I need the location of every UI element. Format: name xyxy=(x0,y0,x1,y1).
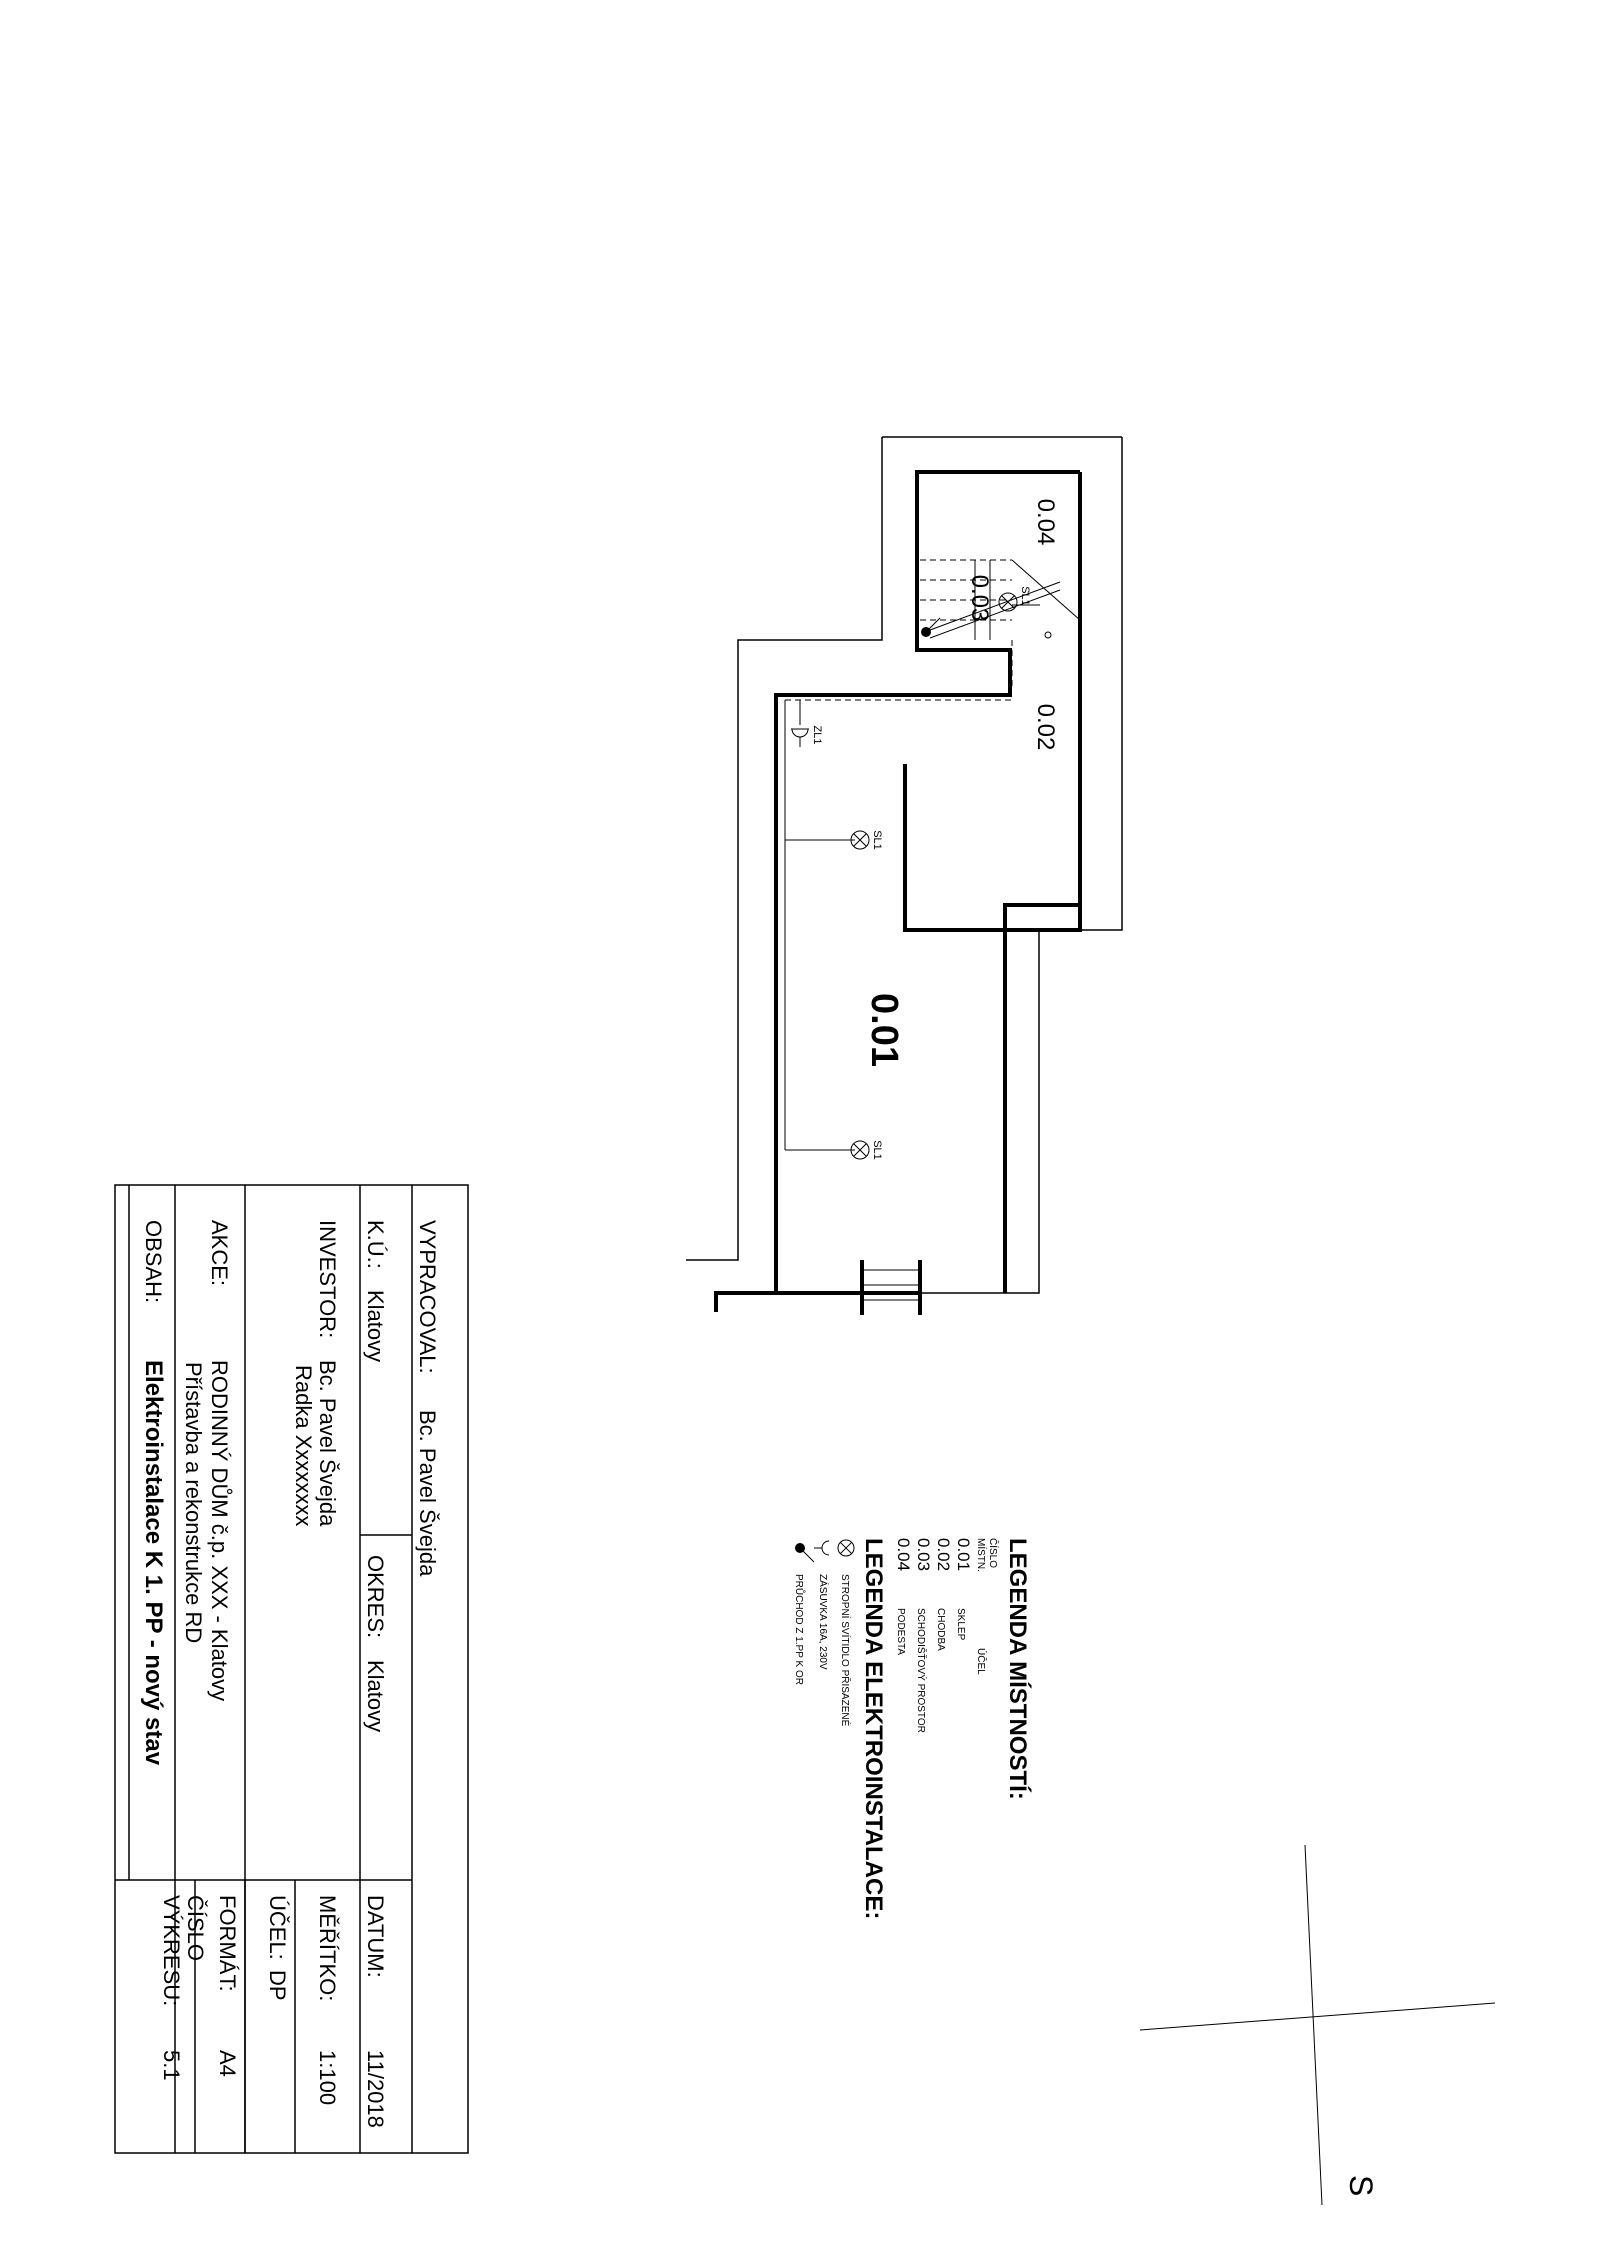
wall-outline-left xyxy=(714,1291,865,1312)
value-okres: Klatovy xyxy=(363,1660,388,1732)
cable-passage-icon xyxy=(795,1543,815,1563)
room-legend-number: 0.03 xyxy=(914,1538,933,1571)
ceiling-light-icon xyxy=(850,1140,870,1160)
label-ku: K.Ú.: xyxy=(363,1220,388,1269)
room-legend-purpose: PODESTA xyxy=(895,1608,906,1655)
value-meritko: 1:100 xyxy=(315,2050,340,2105)
room-legend-number: 0.04 xyxy=(894,1538,913,1571)
fixture-tag-zl1: ZL1 xyxy=(811,726,823,745)
fixture-tag-sl1: SL1 xyxy=(1019,586,1031,606)
room-label-001: 0.01 xyxy=(863,993,905,1067)
ceiling-light-icon xyxy=(998,592,1018,612)
electric-legend-label: ZÁSUVKA 16A, 230V xyxy=(817,1574,830,1670)
ceiling-light-icon xyxy=(837,1539,855,1557)
room-legend-col-number: ČÍSLO xyxy=(987,1538,1000,1568)
room-legend-purpose: SKLEP xyxy=(955,1608,966,1641)
electric-legend-label: PRŮCHOD Z 1.PP K OR xyxy=(793,1574,806,1685)
value-akce-1: RODINNÝ DŮM č.p. XXX - Klatovy xyxy=(207,1360,232,1701)
ceiling-light-icon xyxy=(850,830,870,850)
value-investor-1: Bc. Pavel Švejda xyxy=(315,1360,340,1527)
value-cislo: 5.1 xyxy=(159,2050,184,2081)
floor-plan: 0.01 0.02 0.03 0.04 SL1 SL1 SL1 ZL1 xyxy=(686,436,1123,1315)
label-meritko: MĚŘÍTKO: xyxy=(315,1895,340,2001)
north-arrow: S xyxy=(1139,1844,1496,2206)
corridor-wall xyxy=(903,764,1082,932)
fixture-tag-sl1: SL1 xyxy=(871,1140,883,1160)
room-legend-col-purpose: ÚČEL xyxy=(975,1648,988,1675)
label-format: FORMÁT: xyxy=(215,1895,240,1992)
value-ucel: DP xyxy=(265,1970,290,2001)
value-ku: Klatovy xyxy=(363,1290,388,1362)
label-okres: OKRES: xyxy=(363,1555,388,1638)
value-akce-2: Přístavba a rekonstrukce RD xyxy=(181,1362,206,1643)
value-vypracoval: Bc. Pavel Švejda xyxy=(415,1410,440,1577)
value-format: A4 xyxy=(215,2050,240,2077)
wiring xyxy=(784,604,1040,1151)
entrance-opening xyxy=(860,1260,922,1315)
value-datum: 11/2018 xyxy=(363,2050,388,2128)
room-legend: LEGENDA MÍSTNOSTÍ: ČÍSLO MÍSTN. ÚČEL 0.0… xyxy=(793,1538,1032,1919)
room-legend-number: 0.02 xyxy=(934,1538,953,1571)
room-legend-purpose: SCHODIŠŤOVÝ PROSTOR xyxy=(915,1608,928,1733)
label-vypracoval: VYPRACOVAL: xyxy=(415,1220,440,1374)
electric-legend-title: LEGENDA ELEKTROINSTALACE: xyxy=(860,1538,887,1919)
room-legend-number: 0.01 xyxy=(954,1538,973,1571)
label-akce: AKCE: xyxy=(207,1220,232,1286)
title-block: VYPRACOVAL: Bc. Pavel Švejda K.Ú.: Klato… xyxy=(114,1184,469,2154)
staircase xyxy=(784,559,1081,730)
label-cislo-2: VÝKRESU: xyxy=(159,1895,184,2006)
room-legend-col-number: MÍSTN. xyxy=(975,1538,988,1572)
socket-icon xyxy=(791,728,809,747)
wall-outline xyxy=(774,470,1082,1295)
socket-icon xyxy=(814,1540,830,1556)
label-datum: DATUM: xyxy=(363,1895,388,1978)
north-arrow-letter: S xyxy=(1343,2175,1379,2196)
label-ucel: ÚČEL: xyxy=(265,1895,290,1960)
label-cislo-1: ČÍSLO xyxy=(183,1895,208,1961)
electric-legend-label: STROPNÍ SVÍTIDLO PŘISAZENÉ xyxy=(839,1574,852,1727)
value-obsah: Elektroinstalace K 1. PP - nový stav xyxy=(140,1360,167,1766)
room-legend-purpose: CHODBA xyxy=(935,1608,946,1651)
fixture-tag-sl1: SL1 xyxy=(871,830,883,850)
room-legend-title: LEGENDA MÍSTNOSTÍ: xyxy=(1004,1538,1032,1800)
value-investor-2: Radka Xxxxxxxx xyxy=(291,1365,316,1526)
label-obsah: OBSAH: xyxy=(141,1220,166,1303)
cable-passage-icon xyxy=(921,617,941,637)
label-investor: INVESTOR: xyxy=(315,1220,340,1338)
room-label-003: 0.03 xyxy=(966,575,993,622)
room-label-002: 0.02 xyxy=(1032,704,1059,751)
room-label-004: 0.04 xyxy=(1032,499,1059,546)
